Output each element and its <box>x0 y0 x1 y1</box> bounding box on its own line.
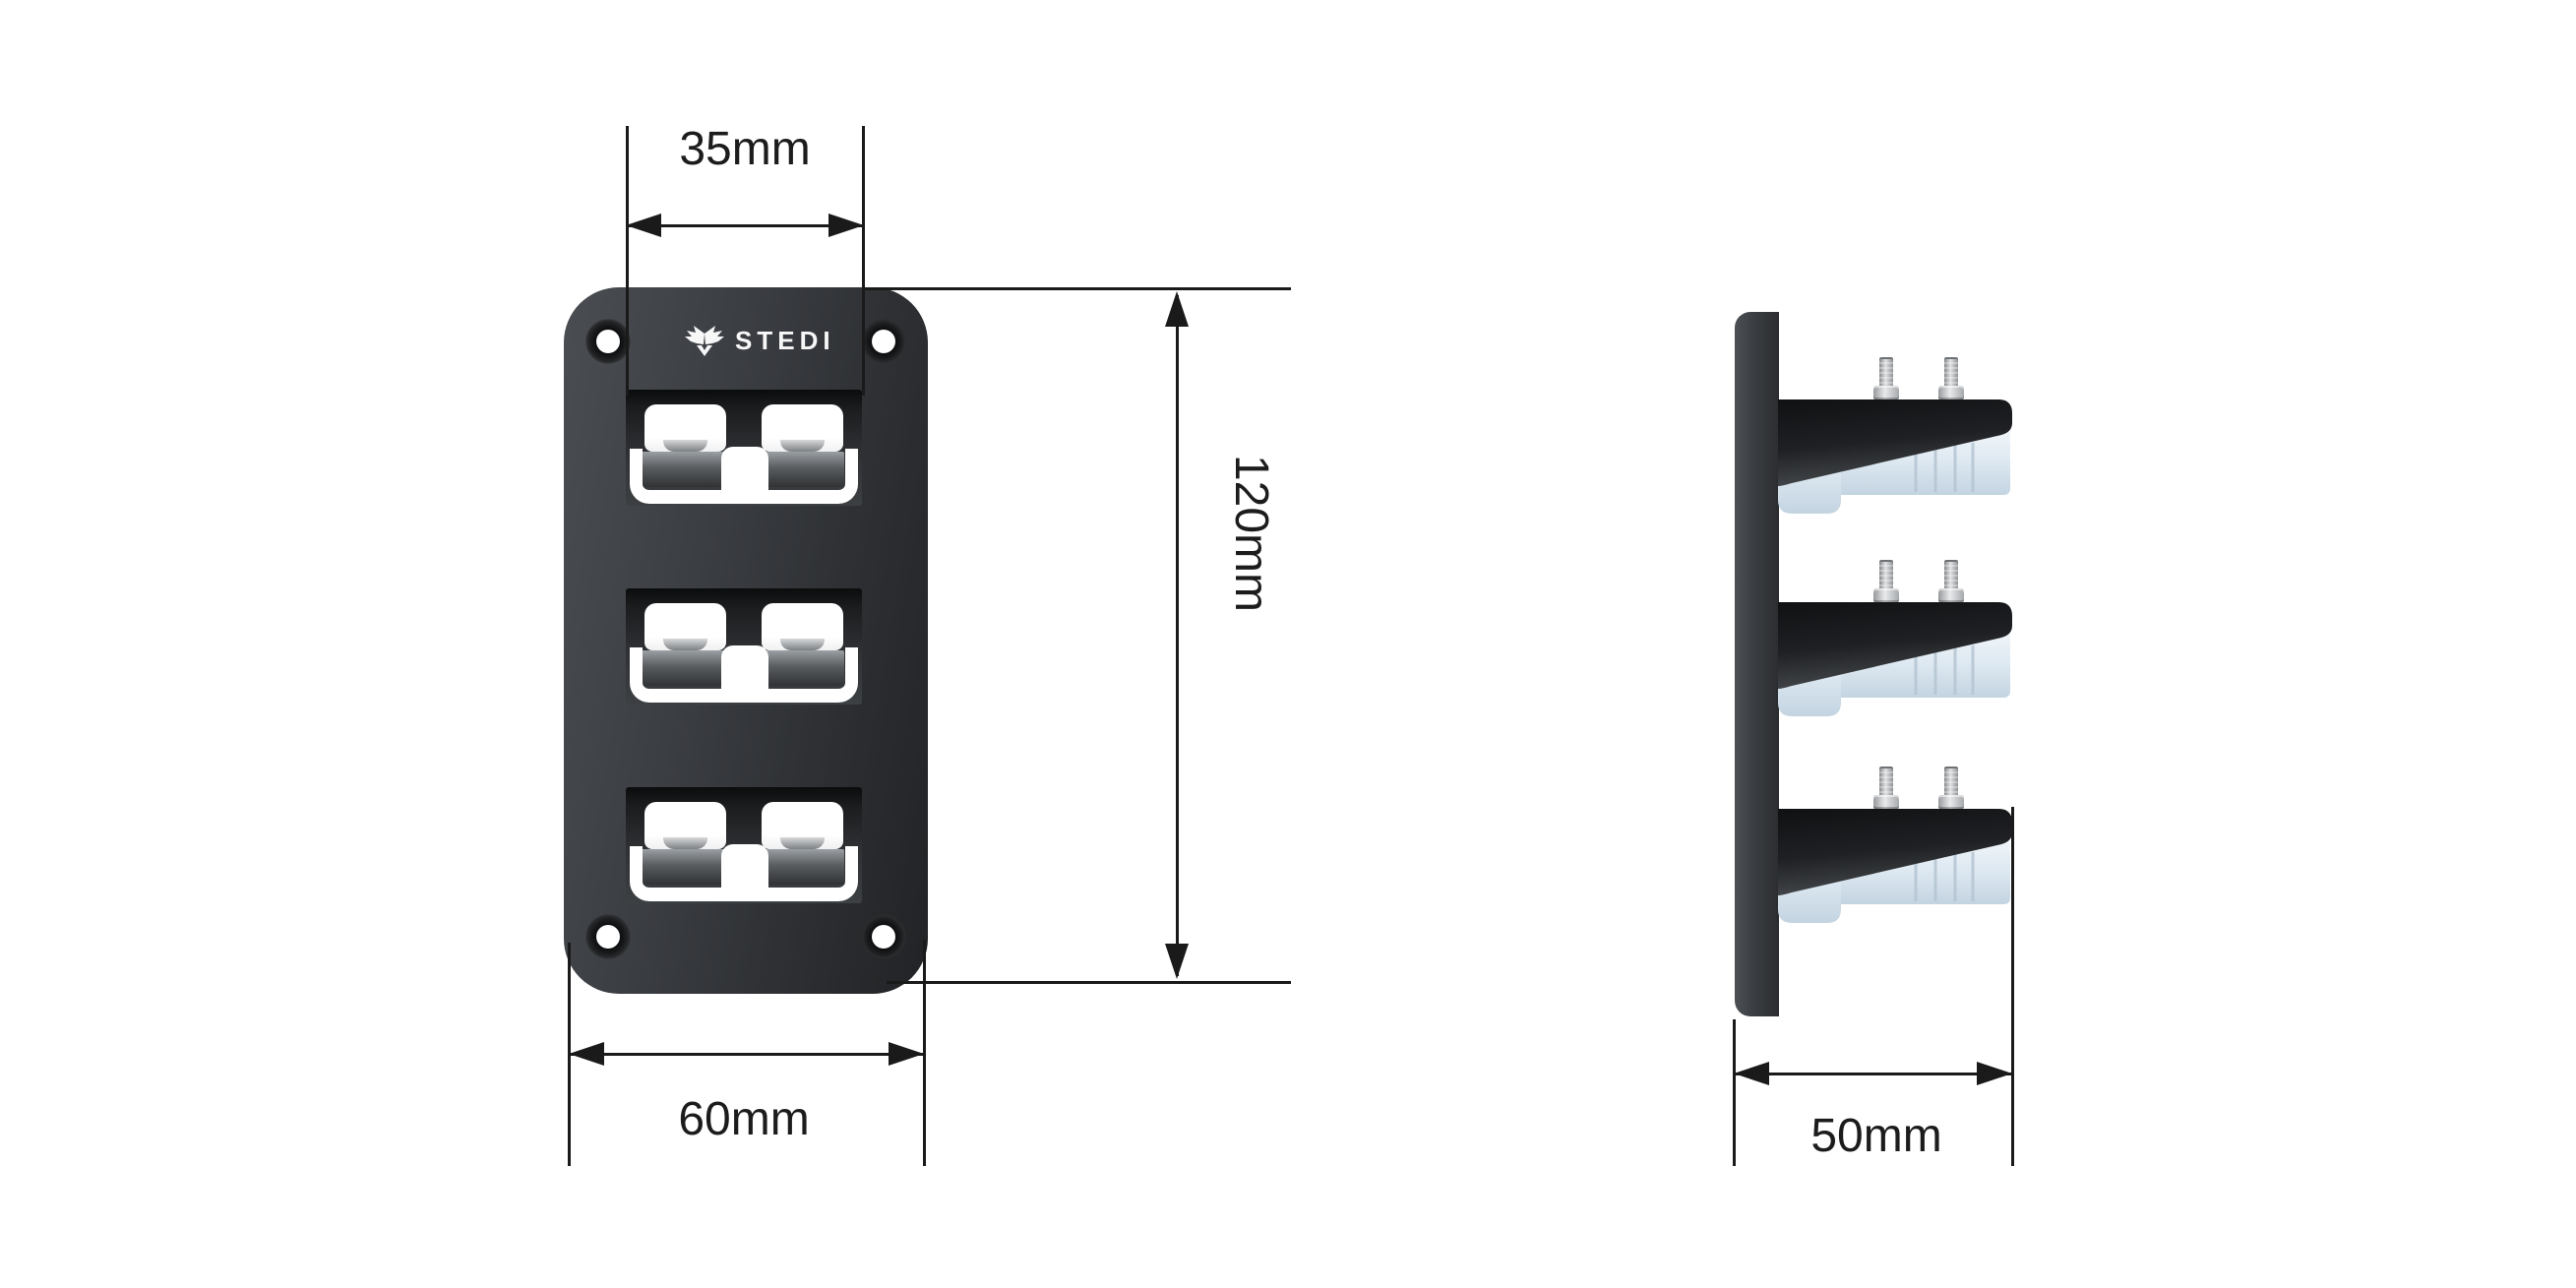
dimension-label-50mm: 50mm <box>1810 1110 1942 1162</box>
bolt-shaft <box>1879 767 1893 796</box>
connector-bracket-side <box>1778 560 2014 722</box>
screw-hole-bore <box>872 330 895 353</box>
screw-hole-bottom-right <box>861 914 906 959</box>
bolt-shaft <box>1879 357 1893 387</box>
arrowhead-left-icon <box>626 214 661 237</box>
anderson-connector-cutout <box>626 390 862 506</box>
anderson-connector-cutout <box>626 787 862 903</box>
arrowhead-right-icon <box>828 214 864 237</box>
stedi-logo-text: STEDI <box>735 325 835 355</box>
stedi-wing-icon <box>685 326 724 356</box>
bracket-wedge <box>1778 602 2012 689</box>
bolt-base <box>1873 795 1899 809</box>
connector-bracket-side <box>1778 357 2014 520</box>
bolt-base <box>1938 795 1964 809</box>
arrowhead-left-icon <box>569 1042 604 1066</box>
extension-line <box>923 940 926 1166</box>
bolt-base <box>1938 588 1964 602</box>
plug-notch-right <box>780 837 825 849</box>
dimension-line <box>626 224 864 227</box>
connector-bracket-side <box>1778 767 2014 929</box>
bracket-profile-graphic <box>1778 399 2012 514</box>
bracket-profile-graphic <box>1778 602 2012 716</box>
anderson-connector-cutout <box>626 588 862 705</box>
arrowhead-right-icon <box>889 1042 924 1066</box>
connector-shadow-right <box>758 650 844 686</box>
dimension-label-35mm: 35mm <box>679 123 811 175</box>
bolt-base <box>1938 386 1964 399</box>
bolt-shaft <box>1944 767 1958 796</box>
arrowhead-up-icon <box>1165 291 1189 327</box>
plug-notch-right <box>780 639 825 650</box>
arrowhead-down-icon <box>1165 944 1189 979</box>
bracket-wedge <box>1778 399 2012 486</box>
connector-center-tab <box>721 844 768 889</box>
dimension-line <box>1734 1073 2012 1075</box>
screw-hole-bore <box>596 330 620 353</box>
connector-center-tab <box>721 447 768 492</box>
connector-shadow-left <box>640 650 726 686</box>
screw-hole-top-right <box>861 319 906 364</box>
extension-line <box>865 287 1291 290</box>
stedi-logo: STEDI <box>683 321 835 360</box>
screw-hole-top-left <box>585 319 631 364</box>
connector-center-tab <box>721 645 768 691</box>
extension-line <box>1733 1019 1736 1166</box>
dimension-line <box>1176 295 1179 976</box>
extension-line <box>862 126 865 396</box>
connector-shadow-left <box>640 849 726 885</box>
extension-line <box>626 126 629 396</box>
connector-tray-outline <box>630 449 858 504</box>
bolt-base <box>1873 386 1899 399</box>
arrowhead-left-icon <box>1734 1062 1769 1085</box>
plug-notch-right <box>780 440 825 452</box>
connector-shadow-right <box>758 849 844 885</box>
screw-hole-bottom-left <box>585 914 631 959</box>
arrowhead-right-icon <box>1977 1062 2012 1085</box>
plug-notch-left <box>663 639 707 650</box>
extension-line <box>2011 807 2014 1166</box>
connector-tray-outline <box>630 647 858 703</box>
bolt-shaft <box>1944 560 1958 589</box>
dimension-label-60mm: 60mm <box>678 1093 810 1145</box>
bracket-profile-graphic <box>1778 809 2012 923</box>
bracket-wedge <box>1778 809 2012 895</box>
screw-hole-bore <box>872 925 895 949</box>
connector-shadow-right <box>758 452 844 487</box>
dimension-line <box>569 1053 924 1056</box>
plug-notch-left <box>663 440 707 452</box>
bolt-shaft <box>1944 357 1958 387</box>
extension-line <box>887 981 1291 984</box>
dimension-label-120mm: 120mm <box>1225 454 1277 613</box>
connector-tray-outline <box>630 846 858 901</box>
plug-notch-left <box>663 837 707 849</box>
bolt-base <box>1873 588 1899 602</box>
mounting-panel-side-profile <box>1735 312 1779 1016</box>
screw-hole-bore <box>596 925 620 949</box>
bolt-shaft <box>1879 560 1893 589</box>
connector-shadow-left <box>640 452 726 487</box>
